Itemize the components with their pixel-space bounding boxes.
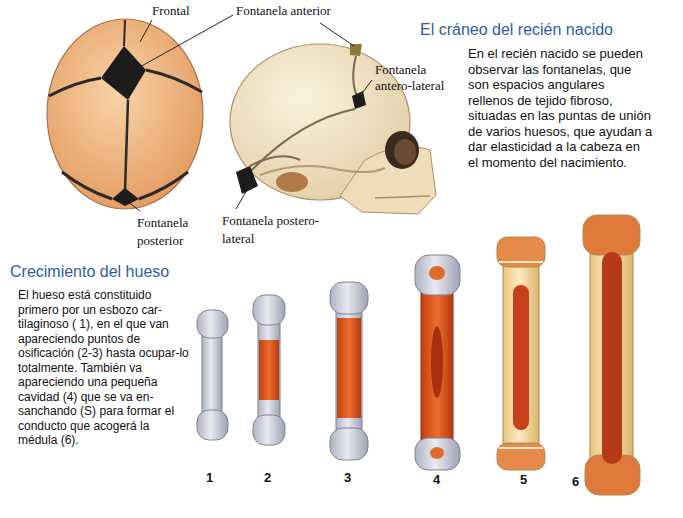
- bone-1: [197, 310, 228, 440]
- leader-lines: [128, 15, 372, 211]
- part-label: Fontanela posterior: [137, 214, 212, 250]
- description-text: El hueso está constituido primero por un…: [18, 288, 190, 448]
- callout-number: 3: [344, 470, 351, 486]
- bone-2: [253, 295, 285, 445]
- callout-number: 4: [433, 472, 440, 488]
- section-heading: Crecimiento del hueso: [10, 262, 169, 282]
- description-text: En el recién nacido se pueden observar l…: [468, 46, 653, 170]
- callout-number: 2: [264, 470, 271, 486]
- bone-5: [497, 237, 545, 470]
- part-label: Frontal: [152, 3, 190, 19]
- callout-number: 6: [572, 474, 579, 490]
- part-label: Fontanela postero-lateral: [222, 212, 322, 248]
- part-label: Fontanela antero-lateral: [375, 62, 465, 94]
- bone-3: [330, 282, 368, 460]
- bone-4: [415, 255, 460, 470]
- section-heading: El cráneo del recién nacido: [420, 20, 613, 40]
- part-label: Fontanela anterior: [236, 3, 331, 19]
- skull-top-view: [47, 19, 203, 209]
- callout-number: 1: [206, 470, 213, 486]
- callout-number: 5: [520, 472, 527, 488]
- bone-6: [583, 215, 640, 495]
